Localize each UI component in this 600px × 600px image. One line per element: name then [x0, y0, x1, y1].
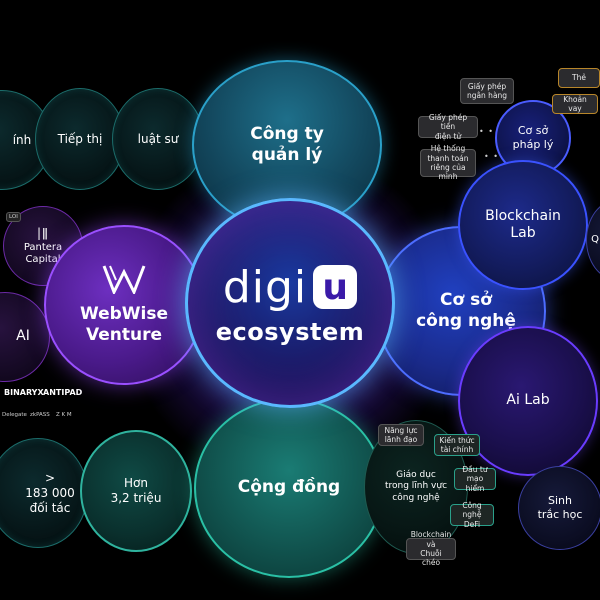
bubble-webwise-venture: WebWise Venture — [44, 225, 204, 385]
pill-defi: Công nghệ DeFi — [450, 501, 494, 529]
binaryx-logo: BINARYX — [4, 388, 44, 397]
bubble-pantera-label: Pantera Capital — [23, 241, 63, 266]
hub-digiu-ecosystem: digi u ecosystem — [185, 198, 395, 408]
pill-finance-knowledge: Kiến thức tài chính — [434, 434, 480, 456]
bubble-education-label: Giáo dục trong lĩnh vực công nghệ — [384, 470, 448, 503]
pantera-tag: LOI — [6, 212, 21, 222]
bubble-ai: AI — [0, 292, 50, 382]
zkm-logo: Z K M — [56, 412, 72, 418]
zkpass-logo: zkPASS — [30, 412, 50, 418]
bubble-blockchain-lab-label: Blockchain Lab — [485, 207, 561, 242]
bubble-technology-base-label: Cơ sở công nghệ — [416, 289, 516, 331]
bubble-community: Cộng đồng — [194, 398, 384, 578]
bubble-legal-base-label: Cơ sở pháp lý — [512, 124, 554, 151]
pill-card: Thẻ — [558, 68, 600, 88]
bubble-legal-edge-label: ính — [12, 132, 32, 147]
bubble-ai-label: AI — [16, 328, 30, 345]
bubble-partners-label: > 183 000 đối tác — [25, 470, 75, 515]
pill-venture-investment: Đầu tư mạo hiểm — [454, 465, 496, 493]
partner-logos: BINARYX ANTIPAD Delegate zkPASS Z K M — [0, 382, 82, 424]
bubble-edge-right: Q — [586, 200, 600, 280]
antipad-logo: ANTIPAD — [43, 388, 83, 397]
webwise-logo-icon — [102, 264, 146, 298]
bubble-marketing-label: Tiếp thị — [57, 131, 103, 146]
bubble-blockchain-lab: Blockchain Lab — [458, 160, 588, 290]
bubble-lawyer-label: luật sư — [137, 131, 179, 146]
bubble-partners: > 183 000 đối tác — [0, 438, 88, 548]
logo-box: u — [313, 265, 358, 309]
bubble-management-company-label: Công ty quản lý — [250, 123, 324, 165]
bubble-users: Hơn 3,2 triệu — [80, 430, 192, 552]
delegate-logo: Delegate — [2, 412, 27, 418]
bubble-biometrics: Sinh trắc học — [518, 466, 600, 550]
digiu-logo: digi u — [222, 260, 358, 315]
connector-dots-2: • • — [484, 152, 499, 161]
bubble-lawyer: luật sư — [112, 88, 204, 190]
bubble-marketing: Tiếp thị — [35, 88, 125, 190]
bubble-community-label: Cộng đồng — [237, 477, 341, 498]
hub-subtitle: ecosystem — [215, 317, 365, 346]
connector-dots-1: • • — [479, 127, 494, 136]
bubble-webwise-venture-label: WebWise Venture — [79, 303, 169, 345]
bubble-edge-right-label: Q — [591, 233, 599, 245]
pill-blockchain-crosschain: Blockchain và Chuỗi chéo — [406, 530, 456, 567]
bubble-biometrics-label: Sinh trắc học — [537, 494, 583, 521]
pill-e-money-license: Giấy phép tiền điện tử — [418, 113, 478, 141]
pill-leadership: Năng lực lãnh đạo — [378, 424, 424, 446]
logo-text: digi — [222, 261, 308, 313]
bubble-ai-lab-label: Ai Lab — [506, 392, 550, 409]
pantera-logo-icon: |ǁ — [37, 225, 49, 240]
bubble-ai-lab: Ai Lab — [458, 326, 598, 476]
pill-payment-system: Hệ thống thanh toán riêng của mình — [420, 144, 476, 181]
pill-bank-license: Giấy phép ngân hàng — [460, 78, 514, 104]
bubble-users-label: Hơn 3,2 triệu — [110, 476, 162, 505]
pill-loan: Khoản vay — [552, 94, 598, 114]
